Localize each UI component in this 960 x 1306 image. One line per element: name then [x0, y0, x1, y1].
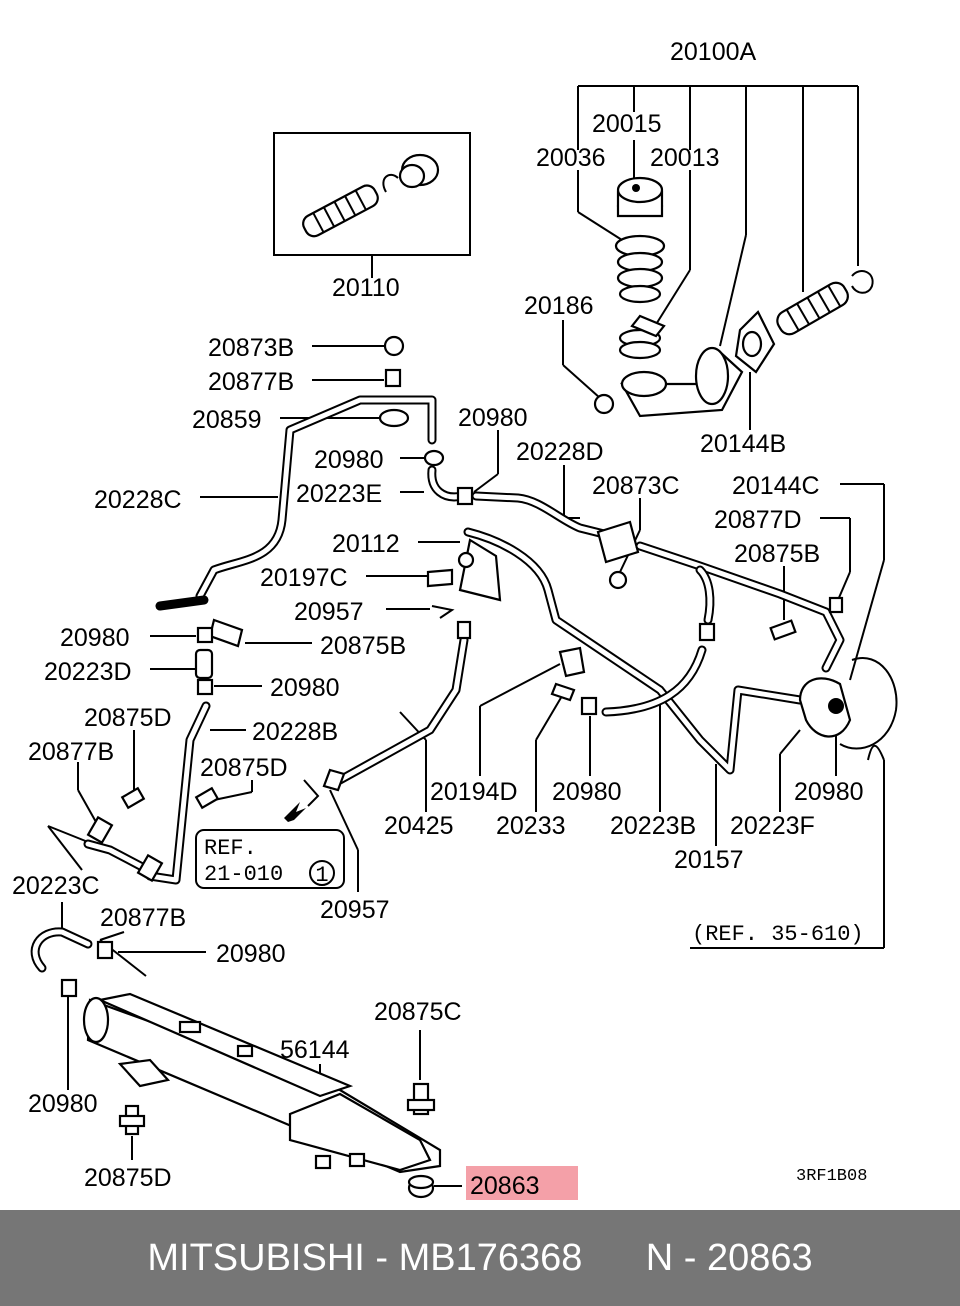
label-20980-b[interactable]: 20980 [314, 446, 384, 474]
label-20112[interactable]: 20112 [332, 530, 400, 558]
label-20957-low[interactable]: 20957 [320, 896, 390, 924]
label-20223D[interactable]: 20223D [44, 658, 132, 686]
label-20223C[interactable]: 20223C [12, 872, 100, 900]
label-20859[interactable]: 20859 [192, 406, 262, 434]
label-20875D-c[interactable]: 20875D [84, 1164, 172, 1192]
label-20980-c[interactable]: 20980 [60, 624, 130, 652]
label-20980-g[interactable]: 20980 [216, 940, 286, 968]
label-20144B[interactable]: 20144B [700, 430, 786, 458]
label-20877B-top[interactable]: 20877B [208, 368, 294, 396]
label-20013[interactable]: 20013 [650, 144, 720, 172]
label-20980-d[interactable]: 20980 [270, 674, 340, 702]
ref-35-610: (REF. 35-610) [692, 922, 864, 947]
label-20875D-a[interactable]: 20875D [84, 704, 172, 732]
label-20873C[interactable]: 20873C [592, 472, 680, 500]
label-20863[interactable]: 20863 [470, 1172, 540, 1200]
ref-box-line1: REF. [204, 836, 257, 861]
label-20228C[interactable]: 20228C [94, 486, 182, 514]
diagram-code: 3RF1B08 [796, 1167, 867, 1186]
label-20873B[interactable]: 20873B [208, 334, 294, 362]
label-56144[interactable]: 56144 [280, 1036, 350, 1064]
label-20228D[interactable]: 20228D [516, 438, 604, 466]
label-20186[interactable]: 20186 [524, 292, 594, 320]
label-20036[interactable]: 20036 [536, 144, 606, 172]
label-20875B-mid[interactable]: 20875B [320, 632, 406, 660]
label-20980-e[interactable]: 20980 [552, 778, 622, 806]
label-20980-a[interactable]: 20980 [458, 404, 528, 432]
label-20223E[interactable]: 20223E [296, 480, 382, 508]
label-20228B[interactable]: 20228B [252, 718, 338, 746]
label-20157[interactable]: 20157 [674, 846, 744, 874]
ref-box-line2: 21-010 [204, 862, 283, 887]
label-20980-f[interactable]: 20980 [794, 778, 864, 806]
ref-box-21-010: REF. 21-010 1 [195, 829, 345, 889]
label-20875D-b[interactable]: 20875D [200, 754, 288, 782]
label-20233[interactable]: 20233 [496, 812, 566, 840]
label-20877B-left[interactable]: 20877B [28, 738, 114, 766]
label-20223F[interactable]: 20223F [730, 812, 815, 840]
part-labels: 20100A 20015 20036 20013 20110 20186 201… [12, 38, 867, 1200]
label-20110[interactable]: 20110 [332, 274, 400, 302]
label-20875B-right[interactable]: 20875B [734, 540, 820, 568]
label-20425[interactable]: 20425 [384, 812, 454, 840]
label-20015[interactable]: 20015 [592, 110, 662, 138]
parts-art [30, 132, 898, 1199]
highlight-20863 [466, 1166, 578, 1200]
label-20957-top[interactable]: 20957 [294, 598, 364, 626]
label-20877B-low[interactable]: 20877B [100, 904, 186, 932]
label-20980-h[interactable]: 20980 [28, 1090, 98, 1118]
label-20223B[interactable]: 20223B [610, 812, 696, 840]
footer-bar: MITSUBISHI - MB176368 N - 20863 [0, 1210, 960, 1306]
label-20144C[interactable]: 20144C [732, 472, 820, 500]
ref-box-circled-number: 1 [315, 863, 328, 888]
footer-part-text: MITSUBISHI - MB176368 N - 20863 [147, 1236, 813, 1279]
parts-diagram: REF. 21-010 1 20100A 20015 20036 20013 2… [12, 38, 898, 1200]
label-20875C[interactable]: 20875C [374, 998, 462, 1026]
label-20100A[interactable]: 20100A [670, 38, 757, 66]
label-20194D[interactable]: 20194D [430, 778, 518, 806]
label-20877D[interactable]: 20877D [714, 506, 802, 534]
label-20197C[interactable]: 20197C [260, 564, 348, 592]
